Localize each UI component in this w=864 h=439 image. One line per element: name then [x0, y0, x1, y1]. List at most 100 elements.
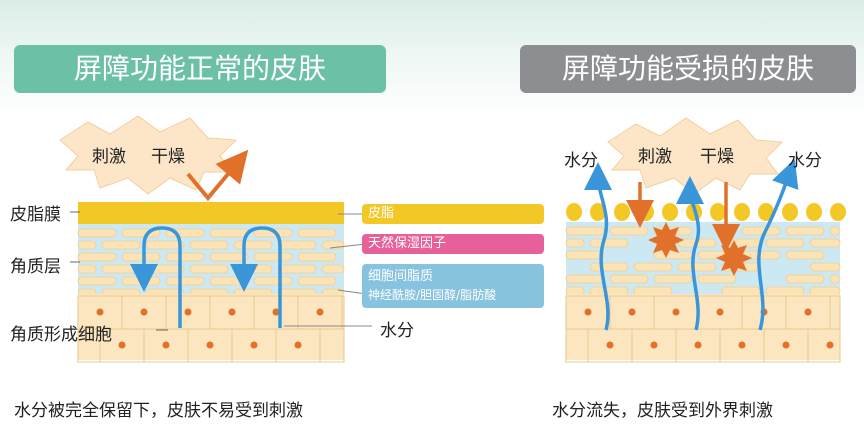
cell-nucleus	[118, 341, 126, 349]
water-loss-arrow-3	[757, 158, 799, 331]
cell-nucleus	[606, 341, 614, 349]
sebum-droplet	[614, 203, 630, 221]
cell-nucleus	[140, 308, 148, 316]
sebum-droplet	[806, 203, 822, 221]
legend-sebum: 皮脂	[362, 204, 544, 224]
corneocyte	[77, 240, 97, 250]
corneocyte	[277, 240, 317, 250]
damage-star-2	[716, 240, 752, 276]
corneocyte	[633, 262, 673, 272]
corneocyte	[785, 250, 825, 260]
corneocyte	[565, 250, 605, 260]
corneocyte	[829, 274, 841, 284]
corneocyte	[121, 252, 161, 262]
title-normal-skin: 屏障功能正常的皮肤	[14, 45, 386, 93]
corneocyte	[189, 240, 229, 250]
legend-lipid-components: 神经酰胺/胆固醇/脂肪酸	[368, 288, 497, 302]
caption-damaged-skin: 水分流失，皮肤受到外界刺激	[552, 401, 773, 421]
keratinocyte	[807, 328, 841, 363]
legend-intercellular-lipid: 细胞间脂质 神经酰胺/胆固醇/脂肪酸	[362, 264, 544, 308]
left-skin-section	[77, 202, 345, 363]
corneocyte	[121, 276, 161, 286]
cell-nucleus	[672, 308, 680, 316]
corneocyte	[565, 226, 605, 236]
corneocyte	[589, 286, 629, 296]
left-deflect-arrow	[186, 149, 249, 202]
sebum-droplet	[782, 203, 798, 221]
corneocyte	[589, 262, 629, 272]
corneocyte	[209, 276, 249, 286]
corneocyte	[189, 264, 229, 274]
corneocyte	[77, 276, 117, 286]
corneocyte	[297, 228, 337, 238]
right-sebum-droplets	[566, 203, 846, 221]
legend-lipid-title: 细胞间脂质	[368, 269, 434, 284]
corneocyte	[321, 264, 345, 274]
damage-star-1	[648, 222, 684, 258]
cell-nucleus	[316, 308, 324, 316]
corneocyte	[297, 252, 337, 262]
water-loss-arrow-1	[584, 162, 613, 331]
sebum-droplet	[590, 203, 606, 221]
corneocyte	[653, 250, 693, 260]
label-water-right-2: 水分	[788, 151, 822, 171]
water-loop-arrow-1	[130, 226, 182, 328]
corneocyte	[809, 286, 841, 296]
corneocyte	[765, 238, 805, 248]
label-water-left: 水分	[380, 321, 414, 341]
corneocyte	[233, 264, 273, 274]
right-stratum-corneum	[565, 226, 841, 296]
corneocyte	[589, 238, 629, 248]
sebum-droplet	[758, 203, 774, 221]
corneocyte	[741, 226, 781, 236]
label-keratinocytes: 角质形成细胞	[10, 325, 112, 345]
keratinocyte	[319, 328, 345, 363]
corneocyte	[165, 252, 205, 262]
cell-nucleus	[650, 341, 658, 349]
corneocyte	[785, 274, 825, 284]
title-damaged-skin: 屏障功能受损的皮肤	[520, 45, 856, 93]
sebum-droplet	[830, 203, 846, 221]
corneocyte	[565, 274, 605, 284]
corneocyte	[297, 276, 337, 286]
corneocyte	[765, 286, 805, 296]
corneocyte	[653, 274, 693, 284]
cell-nucleus	[184, 308, 192, 316]
water-loss-arrow-2	[676, 176, 705, 331]
left-cells-layer	[77, 295, 345, 363]
sebum-droplet	[566, 203, 582, 221]
cell-nucleus	[96, 308, 104, 316]
corneocyte	[565, 286, 585, 296]
corneocyte	[253, 252, 293, 262]
right-cells-layer	[565, 295, 841, 363]
left-burst-label-2: 干燥	[151, 147, 185, 167]
corneocyte	[145, 240, 185, 250]
left-stratum-corneum	[77, 228, 345, 298]
right-skin-section	[565, 203, 846, 363]
left-sebum-film	[78, 202, 344, 224]
right-burst-label-1: 刺激	[638, 147, 672, 167]
cell-nucleus	[738, 341, 746, 349]
label-water-right-1: 水分	[564, 151, 598, 171]
corneocyte	[697, 274, 737, 284]
label-sebum-film: 皮脂膜	[10, 205, 61, 225]
label-stratum-corneum: 角质层	[10, 257, 61, 277]
cell-nucleus	[228, 308, 236, 316]
cell-nucleus	[628, 308, 636, 316]
corneocyte	[277, 264, 317, 274]
sebum-droplet	[734, 203, 750, 221]
cell-nucleus	[782, 341, 790, 349]
cell-nucleus	[804, 308, 812, 316]
corneocyte	[165, 276, 205, 286]
corneocyte	[77, 228, 117, 238]
legend-nmf: 天然保湿因子	[362, 234, 544, 254]
corneocyte	[565, 238, 585, 248]
corneocyte	[633, 286, 673, 296]
cell-nucleus	[162, 341, 170, 349]
corneocyte	[77, 252, 117, 262]
cell-nucleus	[272, 308, 280, 316]
corneocyte	[77, 264, 97, 274]
left-burst-label-1: 刺激	[92, 147, 126, 167]
corneocyte	[209, 252, 249, 262]
corneocyte	[785, 226, 825, 236]
